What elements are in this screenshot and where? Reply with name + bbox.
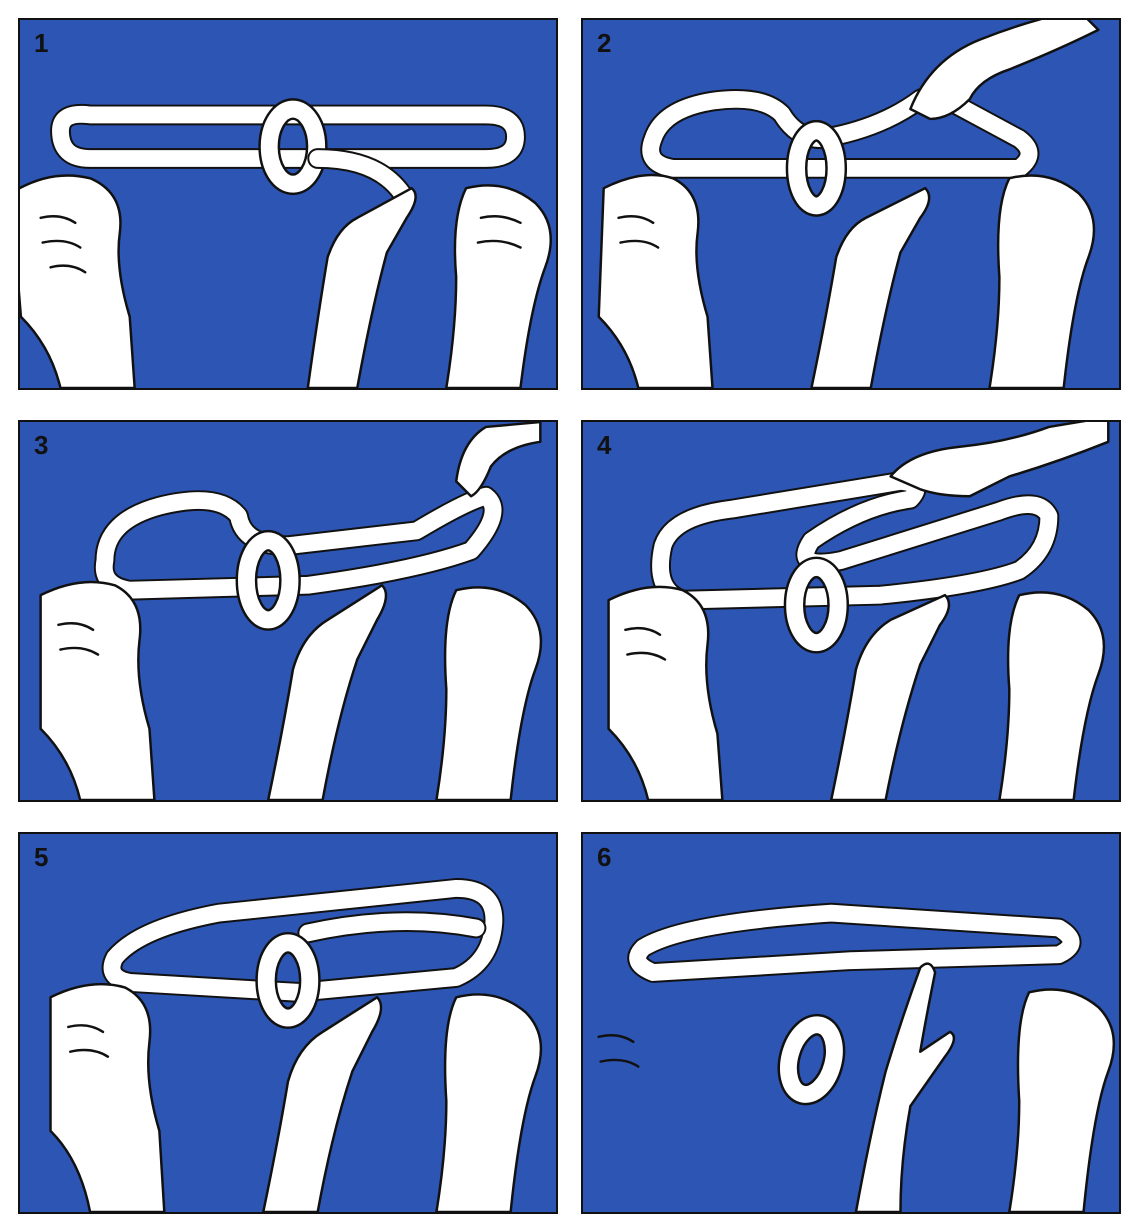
hand-icon bbox=[1009, 989, 1114, 1212]
hand-icon bbox=[811, 188, 929, 388]
step-illustration bbox=[20, 20, 556, 388]
ring-icon bbox=[266, 943, 310, 1018]
hand-icon bbox=[989, 175, 1093, 388]
step-illustration bbox=[20, 422, 556, 800]
rope-loop-icon bbox=[661, 481, 1049, 600]
hand-icon bbox=[436, 994, 541, 1212]
hand-icon bbox=[456, 422, 540, 496]
ring-icon bbox=[781, 1020, 841, 1100]
hand-icon bbox=[308, 188, 416, 388]
step-illustration bbox=[20, 834, 556, 1212]
hand-icon bbox=[20, 175, 135, 388]
step-illustration bbox=[583, 20, 1119, 388]
hand-icon bbox=[599, 175, 713, 388]
hand-icon bbox=[436, 587, 541, 800]
step-panel-1: 1 bbox=[18, 18, 558, 390]
hand-icon bbox=[891, 422, 1109, 496]
step-illustration bbox=[583, 834, 1119, 1212]
step-panel-4: 4 bbox=[581, 420, 1121, 802]
hand-icon bbox=[51, 984, 165, 1212]
hand-icon bbox=[609, 587, 723, 800]
hand-icon bbox=[910, 20, 1098, 119]
hand-icon bbox=[999, 592, 1104, 800]
step-illustration bbox=[583, 422, 1119, 800]
rope-loop-icon bbox=[638, 913, 1072, 972]
hand-icon bbox=[446, 185, 550, 388]
hand-icon bbox=[831, 595, 949, 800]
step-panel-2: 2 bbox=[581, 18, 1121, 390]
hand-icon bbox=[263, 997, 381, 1212]
hand-icon bbox=[599, 1035, 639, 1066]
step-panel-6: 6 bbox=[581, 832, 1121, 1214]
step-panel-3: 3 bbox=[18, 420, 558, 802]
step-panel-5: 5 bbox=[18, 832, 558, 1214]
hand-icon bbox=[41, 582, 155, 800]
hand-icon bbox=[856, 964, 954, 1212]
